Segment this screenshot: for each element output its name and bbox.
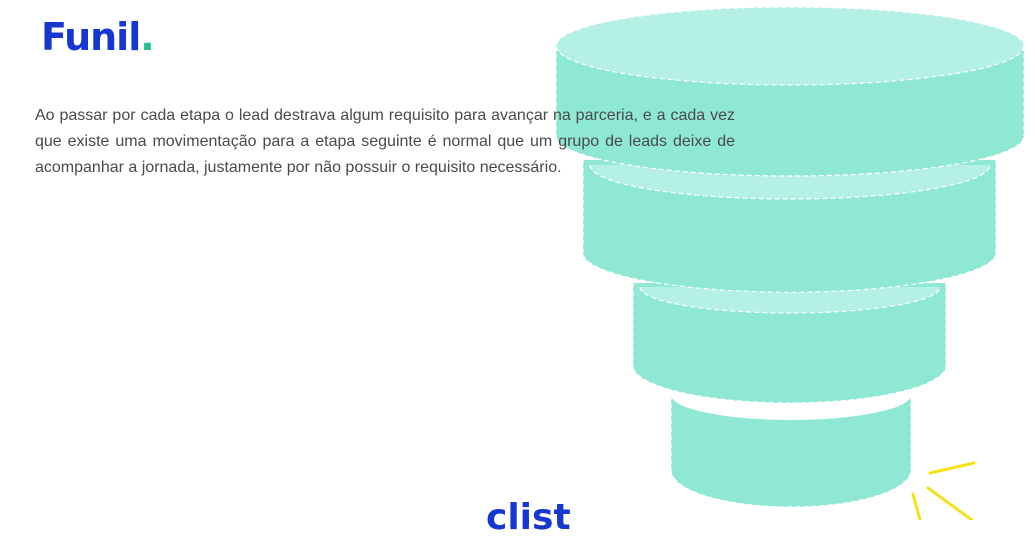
funnel-tier-4	[670, 395, 912, 508]
funnel-tier-3	[632, 283, 947, 404]
page-title: Funil.	[41, 15, 155, 59]
funnel-tier-1	[555, 6, 1025, 177]
sparkle-lines	[911, 461, 976, 520]
funnel-tier-2	[582, 160, 997, 293]
partial-heading: clist	[486, 497, 571, 538]
title-text: Funil	[41, 15, 141, 59]
title-dot: .	[140, 15, 154, 59]
funnel-illustration	[555, 6, 1025, 520]
description-paragraph: Ao passar por cada etapa o lead destrava…	[35, 107, 735, 176]
